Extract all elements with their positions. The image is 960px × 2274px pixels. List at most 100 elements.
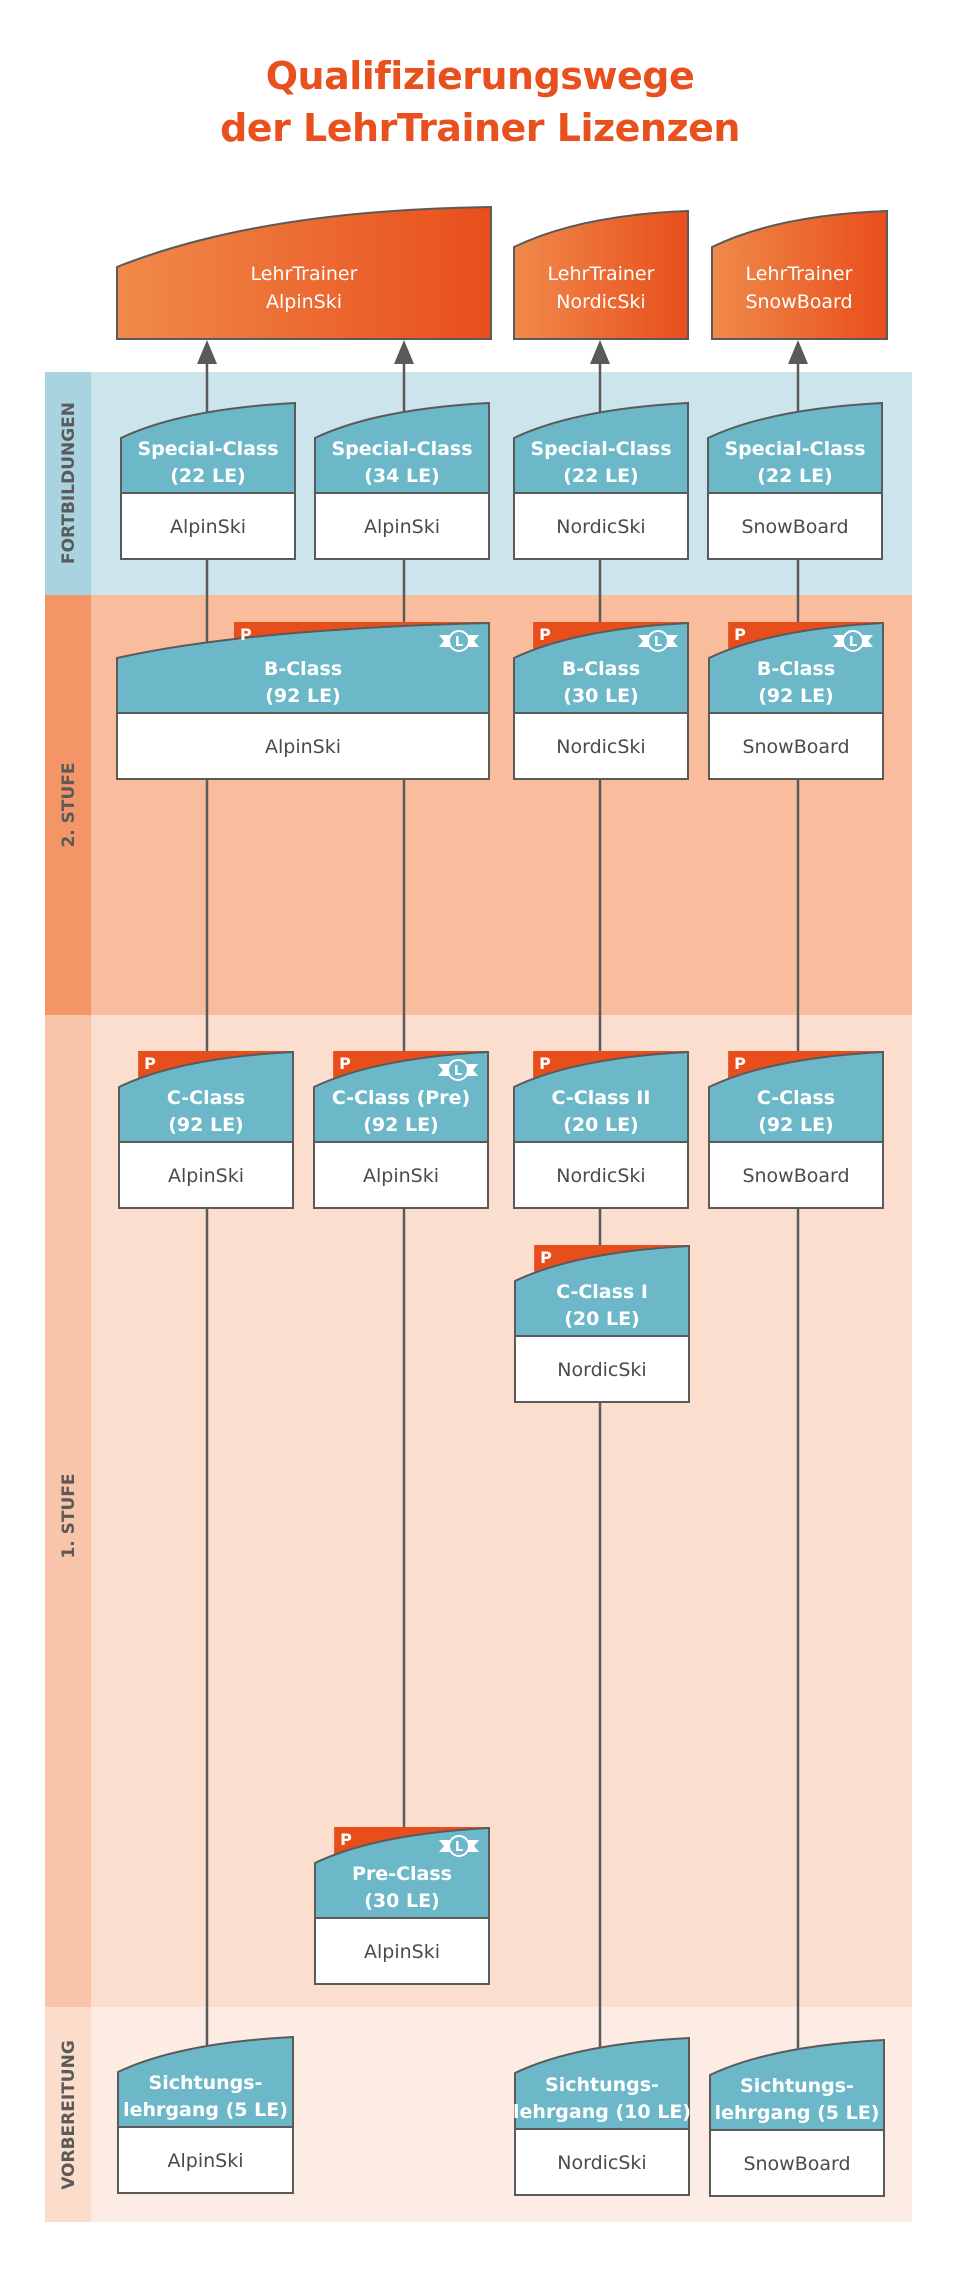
course-discipline-area bbox=[116, 712, 490, 780]
course-title: Sichtungs- bbox=[740, 2075, 854, 2097]
course-discipline-area bbox=[707, 492, 883, 560]
course-box-c-pre-alpin: P L C-Class (Pre) (92 LE) AlpinSki bbox=[313, 1050, 489, 1209]
p-badge-icon: P bbox=[240, 625, 252, 644]
course-title-area bbox=[709, 2038, 885, 2131]
course-box-sichtung-snowboard: Sichtungs-lehrgang (5 LE) SnowBoard bbox=[709, 2038, 885, 2197]
course-hours: (92 LE) bbox=[265, 685, 341, 707]
course-title: C-Class bbox=[167, 1087, 245, 1109]
header-line-2: NordicSki bbox=[556, 291, 645, 313]
course-title: Special-Class bbox=[530, 438, 671, 460]
page-title-line-1: Qualifizierungswege bbox=[265, 54, 695, 98]
course-discipline: NordicSki bbox=[556, 1165, 645, 1187]
course-title-area bbox=[707, 401, 883, 494]
course-hours: lehrgang (10 LE) bbox=[513, 2101, 691, 2123]
course-box-special-alpin-22: Special-Class (22 LE) AlpinSki bbox=[120, 401, 296, 560]
band-label-stufe2: 2. STUFE bbox=[59, 762, 79, 847]
course-hours: (20 LE) bbox=[564, 1308, 640, 1330]
course-title-area bbox=[514, 1244, 690, 1337]
course-boxes: Special-Class(22 LE)AlpinSkiSpecial-Clas… bbox=[116, 401, 885, 2197]
p-badge-icon: P bbox=[340, 1830, 352, 1849]
course-discipline: NordicSki bbox=[557, 1359, 646, 1381]
course-discipline-area bbox=[708, 1141, 884, 1209]
course-title: C-Class (Pre) bbox=[332, 1087, 470, 1109]
course-box-sichtung-nordic: Sichtungs-lehrgang (10 LE) NordicSki bbox=[513, 2036, 691, 2196]
header-lehrtrainer-alpinski: LehrTrainer AlpinSki bbox=[116, 205, 492, 340]
band-side-fortbildungen bbox=[45, 372, 91, 595]
band-side-stufe1 bbox=[45, 1015, 91, 2007]
course-hours: (30 LE) bbox=[364, 1890, 440, 1912]
course-title: B-Class bbox=[562, 658, 640, 680]
course-title-area bbox=[117, 2035, 294, 2128]
course-box-sichtung-alpin: Sichtungs-lehrgang (5 LE)AlpinSki bbox=[117, 2035, 294, 2194]
license-badge-icon: L bbox=[439, 1835, 479, 1857]
course-title: B-Class bbox=[264, 658, 342, 680]
course-discipline-area bbox=[514, 2128, 690, 2196]
course-discipline: AlpinSki bbox=[265, 736, 341, 758]
license-badge-icon: L bbox=[439, 630, 479, 652]
course-title: Sichtungs- bbox=[545, 2074, 659, 2096]
course-hours: (34 LE) bbox=[364, 465, 440, 487]
course-title: Pre-Class bbox=[352, 1863, 452, 1885]
course-box-b-alpin: P L B-Class (92 LE) AlpinSki bbox=[116, 621, 490, 780]
course-hours: (22 LE) bbox=[757, 465, 833, 487]
course-discipline: NordicSki bbox=[556, 516, 645, 538]
course-hours: lehrgang (5 LE) bbox=[715, 2102, 880, 2124]
header-line-2: AlpinSki bbox=[266, 291, 342, 313]
course-discipline-area bbox=[514, 1335, 690, 1403]
p-badge-icon: P bbox=[539, 625, 551, 644]
arrow-up-icon bbox=[590, 340, 610, 364]
header-shape bbox=[513, 209, 689, 340]
course-discipline-area bbox=[709, 2129, 885, 2197]
header-lehrtrainer-snowboard: LehrTrainer SnowBoard bbox=[711, 209, 888, 340]
course-discipline: AlpinSki bbox=[364, 516, 440, 538]
p-badge-icon: P bbox=[144, 1054, 156, 1073]
course-discipline-area bbox=[120, 492, 296, 560]
band-side-stufe2 bbox=[45, 595, 91, 1015]
course-box-special-alpin-34: Special-Class(34 LE)AlpinSki bbox=[314, 401, 490, 560]
course-hours: (20 LE) bbox=[563, 1114, 639, 1136]
course-discipline-area bbox=[708, 712, 884, 780]
course-discipline-area bbox=[117, 2126, 294, 2194]
p-badge-icon: P bbox=[540, 1248, 552, 1267]
course-hours: lehrgang (5 LE) bbox=[123, 2099, 288, 2121]
course-hours: (92 LE) bbox=[758, 685, 834, 707]
course-discipline: AlpinSki bbox=[363, 1165, 439, 1187]
course-discipline: NordicSki bbox=[556, 736, 645, 758]
course-box-b-nordic: P L B-Class (30 LE) NordicSki bbox=[513, 621, 689, 780]
course-title-area bbox=[118, 1050, 294, 1143]
course-discipline: SnowBoard bbox=[742, 1165, 849, 1187]
course-box-c-alpin: P C-Class (92 LE) AlpinSki bbox=[118, 1050, 294, 1209]
arrow-up-icon bbox=[788, 340, 808, 364]
band-side-vorbereitung bbox=[45, 2007, 91, 2222]
course-discipline: NordicSki bbox=[557, 2152, 646, 2174]
license-badge-icon: L bbox=[438, 1059, 478, 1081]
license-badge-icon: L bbox=[638, 630, 678, 652]
course-hours: (22 LE) bbox=[563, 465, 639, 487]
course-discipline: AlpinSki bbox=[170, 516, 246, 538]
course-title: Special-Class bbox=[137, 438, 278, 460]
arrow-heads bbox=[197, 340, 808, 364]
course-hours: (92 LE) bbox=[168, 1114, 244, 1136]
license-badge-label: L bbox=[455, 1840, 463, 1855]
course-discipline-area bbox=[314, 1917, 490, 1985]
course-title-area bbox=[120, 401, 296, 494]
course-discipline: SnowBoard bbox=[743, 2153, 850, 2175]
course-title: Sichtungs- bbox=[149, 2072, 263, 2094]
course-discipline: SnowBoard bbox=[741, 516, 848, 538]
license-badge-label: L bbox=[849, 635, 857, 650]
course-hours: (92 LE) bbox=[363, 1114, 439, 1136]
course-hours: (30 LE) bbox=[563, 685, 639, 707]
course-hours: (92 LE) bbox=[758, 1114, 834, 1136]
course-box-special-snowboard-22: Special-Class(22 LE)SnowBoard bbox=[707, 401, 883, 560]
header-line-1: LehrTrainer bbox=[746, 263, 853, 285]
header-line-2: SnowBoard bbox=[745, 291, 852, 313]
p-badge-icon: P bbox=[339, 1054, 351, 1073]
course-discipline: AlpinSki bbox=[168, 1165, 244, 1187]
course-title-area bbox=[116, 621, 490, 714]
p-badge-icon: P bbox=[539, 1054, 551, 1073]
band-label-fortbildungen: FORTBILDUNGEN bbox=[59, 402, 79, 564]
course-discipline-area bbox=[313, 1141, 489, 1209]
course-hours: (22 LE) bbox=[170, 465, 246, 487]
course-title-area bbox=[514, 2036, 690, 2130]
